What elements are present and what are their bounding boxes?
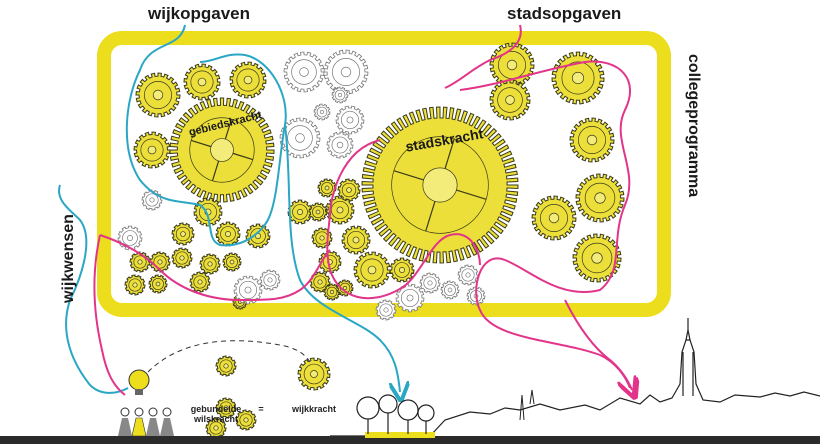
gear-icon bbox=[215, 221, 241, 247]
stadsopgaven-label: stadsopgaven bbox=[507, 4, 622, 23]
lightbulb-icon bbox=[128, 369, 150, 395]
gear-icon bbox=[440, 280, 460, 300]
gear-icon bbox=[233, 275, 263, 305]
blue-route-line bbox=[125, 24, 287, 247]
gear-icon bbox=[361, 106, 519, 264]
gear-icon bbox=[141, 189, 163, 211]
gear-icon bbox=[222, 252, 242, 272]
gear-icon bbox=[117, 225, 143, 251]
gear-icon bbox=[575, 173, 625, 223]
blue-route-line bbox=[284, 124, 400, 392]
gear-icon bbox=[335, 105, 365, 135]
gear-icon bbox=[308, 202, 328, 222]
wijkopgaven-label: wijkopgaven bbox=[148, 4, 251, 23]
gebundelde-label: gebundelde bbox=[190, 404, 242, 414]
gear-icon bbox=[489, 79, 531, 121]
gear-icon bbox=[199, 253, 221, 275]
gear-icon bbox=[395, 283, 425, 313]
pink-route-line bbox=[444, 24, 522, 89]
collegeprogramma-label: collegeprogramma bbox=[685, 54, 702, 198]
gear-icon bbox=[353, 251, 391, 289]
pink-route-line bbox=[564, 299, 632, 390]
gear-icon bbox=[569, 117, 615, 163]
equals-sign: = bbox=[258, 404, 264, 414]
gear-icon bbox=[389, 257, 415, 283]
gear-icon bbox=[171, 247, 193, 269]
gear-icon bbox=[245, 223, 271, 249]
church-tower-icon bbox=[682, 318, 694, 396]
gear-icon bbox=[419, 272, 441, 294]
gear-icon bbox=[331, 86, 349, 104]
gear-icon bbox=[336, 279, 354, 297]
blue-route-line bbox=[58, 184, 129, 394]
wilskracht-label: wilskracht bbox=[193, 414, 239, 424]
ground-highlight bbox=[365, 432, 435, 438]
gear-icon bbox=[215, 355, 237, 377]
gear-icon bbox=[551, 51, 605, 105]
tree-icon bbox=[356, 394, 435, 434]
church-tower-icon bbox=[519, 389, 535, 421]
dashed-arc bbox=[147, 340, 311, 373]
pink-route-line bbox=[99, 234, 331, 302]
gear-icon bbox=[149, 251, 171, 273]
gear-icon bbox=[572, 233, 622, 283]
gear-icon bbox=[287, 199, 313, 225]
gear-icon bbox=[531, 195, 577, 241]
city-skyline bbox=[330, 329, 820, 437]
gear-icon bbox=[341, 225, 371, 255]
ground-line bbox=[0, 436, 820, 444]
gear-icon bbox=[326, 131, 354, 159]
gear-icon bbox=[259, 269, 281, 291]
gear-icon bbox=[375, 299, 397, 321]
wijkkracht-label: wijkkracht bbox=[291, 404, 337, 414]
gear-icon bbox=[183, 63, 221, 101]
gear-icon bbox=[133, 131, 171, 169]
gear-icon bbox=[323, 283, 341, 301]
gear-icon bbox=[124, 274, 146, 296]
gear-icon bbox=[171, 222, 195, 246]
pink-route-line bbox=[459, 60, 630, 388]
gear-icon bbox=[323, 49, 369, 95]
gear-icon bbox=[297, 357, 331, 391]
gear-icon bbox=[457, 264, 479, 286]
gear-icon bbox=[148, 274, 168, 294]
gear-icon bbox=[189, 271, 211, 293]
gear-icon bbox=[313, 103, 331, 121]
gear-icon bbox=[279, 117, 321, 159]
gear-icon bbox=[317, 178, 337, 198]
gear-icon bbox=[283, 51, 325, 93]
gear-icon bbox=[135, 72, 181, 118]
gear-icon bbox=[169, 97, 275, 203]
gear-icon bbox=[337, 178, 361, 202]
studio-credit: Studio MARCHAI bbox=[646, 243, 653, 298]
gear-icon bbox=[205, 417, 227, 439]
gear-icon bbox=[215, 397, 237, 419]
gear-icon bbox=[235, 409, 257, 431]
wijkwensen-label: wijkwensen bbox=[60, 214, 77, 303]
pink-route-line bbox=[93, 234, 126, 396]
gear-icon bbox=[229, 61, 267, 99]
pink-route-line bbox=[326, 139, 481, 300]
people-icon bbox=[118, 407, 174, 437]
gear-icon bbox=[193, 197, 223, 227]
